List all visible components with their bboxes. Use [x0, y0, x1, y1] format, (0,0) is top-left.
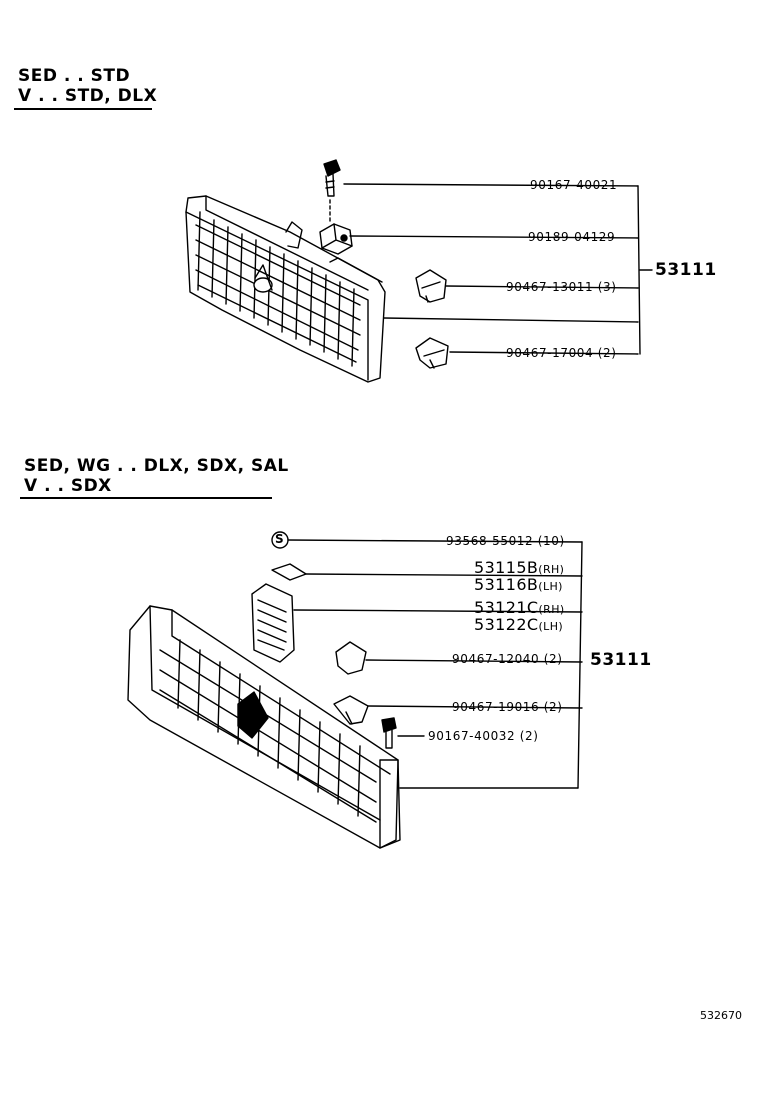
grille-std — [185, 195, 386, 383]
part-90167-40021: 90167-40021 — [530, 178, 618, 192]
clip-13011-icon — [415, 269, 447, 303]
bolt-40032-icon — [381, 717, 397, 749]
section1-heading: SED . . STD V . . STD, DLX — [14, 66, 158, 110]
part-90467-17004: 90467-17004 (2) — [506, 346, 617, 360]
section2-heading-line2: V . . SDX — [24, 476, 112, 496]
section1-heading-underline — [14, 108, 152, 110]
retainer-icon — [271, 563, 307, 581]
section2-heading-underline — [20, 497, 272, 499]
part-90189-04129: 90189-04129 — [528, 230, 616, 244]
part-53115B: 53115B(RH) — [474, 558, 565, 577]
part-93568-55012: 93568-55012 (10) — [446, 534, 565, 548]
section2-heading: SED, WG . . DLX, SDX, SAL V . . SDX — [20, 456, 289, 499]
part-53121C: 53121C(RH) — [474, 598, 565, 617]
section1-heading-line2: V . . STD, DLX — [18, 86, 158, 106]
grille-dlx — [127, 605, 401, 849]
part-90467-19016: 90467-19016 (2) — [452, 700, 563, 714]
clip-12040-icon — [335, 641, 367, 675]
part-53116B: 53116B(LH) — [474, 575, 563, 594]
section1-assembly-number: 53111 — [655, 260, 717, 280]
part-90467-12040: 90467-12040 (2) — [452, 652, 563, 666]
section2-assembly-number: 53111 — [590, 650, 652, 670]
part-90167-40032: 90167-40032 (2) — [428, 729, 539, 743]
clip-17004-icon — [415, 337, 449, 369]
clip-nut-icon — [319, 223, 353, 255]
screw-symbol-label: S — [275, 532, 285, 546]
side-lamp-icon — [251, 583, 295, 663]
clip-19016-icon — [333, 695, 369, 725]
bolt-icon — [323, 159, 341, 223]
section2-heading-line1: SED, WG . . DLX, SDX, SAL — [24, 456, 289, 476]
part-53122C: 53122C(LH) — [474, 615, 564, 634]
section1-heading-line1: SED . . STD — [18, 66, 131, 86]
illustration-code: 532670 — [700, 1009, 742, 1022]
part-90467-13011: 90467-13011 (3) — [506, 280, 617, 294]
